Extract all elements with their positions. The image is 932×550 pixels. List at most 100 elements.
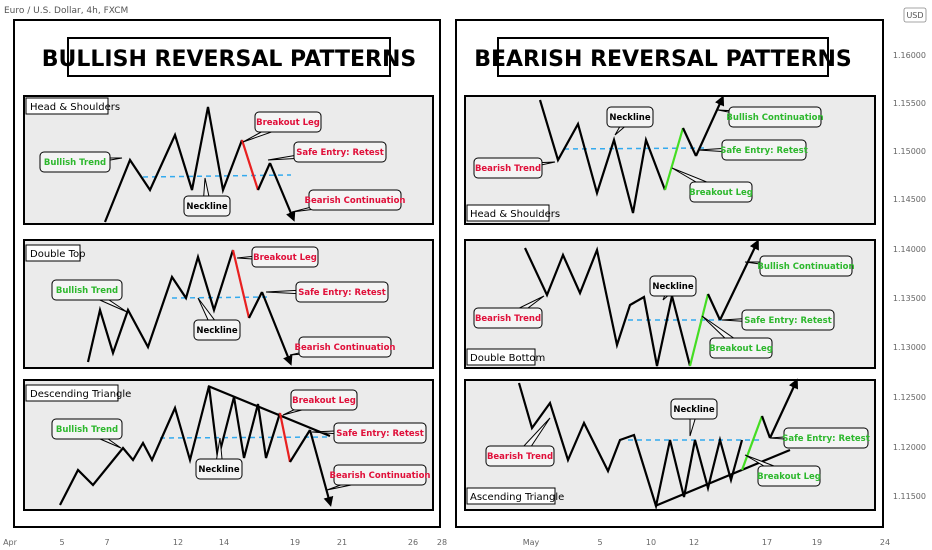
callout-trend: Bullish Trend [51, 279, 128, 313]
callout-neckline: Neckline [649, 275, 697, 301]
right-title: BEARISH REVERSAL PATTERNS [474, 47, 852, 72]
callout-label: Bearish Continuation [330, 471, 431, 481]
time-tick-label: 7 [104, 538, 109, 547]
time-tick-label: 19 [290, 538, 300, 547]
callout-label: Neckline [186, 202, 227, 212]
callout-trend: Bearish Trend [473, 295, 545, 329]
price-tick-label: 1.12500 [893, 393, 926, 402]
left-title-box [67, 37, 391, 77]
callout-entry: Safe Entry: Retest [267, 141, 387, 163]
callout-entry: Safe Entry: Retest [265, 281, 389, 303]
callout-neckline: Neckline [670, 398, 718, 437]
callout-entry: Safe Entry: Retest [311, 422, 427, 444]
time-tick-label: 17 [762, 538, 772, 547]
callout-label: Breakout Leg [256, 118, 320, 128]
callout-label: Neckline [198, 465, 239, 475]
callout-label: Bullish Trend [56, 286, 118, 296]
callout-label: Safe Entry: Retest [336, 429, 424, 439]
callout-label: Safe Entry: Retest [744, 316, 832, 326]
callout-label: Bearish Continuation [305, 196, 406, 206]
section-label: Ascending Triangle [470, 492, 564, 503]
time-tick-label: 12 [689, 538, 699, 547]
time-axis: Apr 5 7 12 14 19 21 26 28 May 5 10 12 17 19 24 [3, 538, 890, 547]
section-label: Descending Triangle [30, 389, 131, 400]
time-tick-label: 10 [646, 538, 656, 547]
callout-trend: Bullish Trend [51, 418, 123, 449]
time-tick-label: 5 [597, 538, 602, 547]
time-tick-label: May [523, 538, 540, 547]
section-label: Head & Shoulders [30, 102, 120, 113]
callout-continuation: Bullish Continuation [744, 255, 855, 277]
section-label: Double Bottom [470, 353, 545, 364]
callout-breakout: Breakout Leg [236, 246, 319, 268]
callout-label: Bullish Trend [44, 158, 106, 168]
callout-neckline: Neckline [195, 437, 243, 480]
currency-badge: USD [903, 7, 927, 23]
time-tick-label: 24 [880, 538, 890, 547]
callout-breakout: Breakout Leg [744, 454, 821, 487]
callout-label: Breakout Leg [689, 188, 753, 198]
callout-label: Bearish Trend [487, 452, 553, 462]
callout-continuation: Bullish Continuation [717, 106, 824, 128]
callout-label: Safe Entry: Retest [720, 146, 808, 156]
callout-continuation: Bearish Continuation [326, 464, 431, 491]
section-label: Head & Shoulders [470, 209, 560, 220]
callout-entry: Safe Entry: Retest [721, 309, 835, 331]
time-tick-label: 5 [59, 538, 64, 547]
callout-trend: Bearish Trend [485, 417, 555, 467]
callout-label: Breakout Leg [292, 396, 356, 406]
callout-continuation: Bearish Continuation [291, 189, 406, 213]
callout-label: Neckline [196, 326, 237, 336]
callout-neckline: Neckline [193, 297, 241, 341]
time-tick-label: 14 [219, 538, 229, 547]
callout-label: Bearish Continuation [295, 343, 396, 353]
price-tick-label: 1.14000 [893, 245, 926, 254]
callout-trend: Bullish Trend [39, 151, 123, 173]
callout-label: Breakout Leg [757, 472, 821, 482]
callout-label: Neckline [652, 282, 693, 292]
symbol-label: Euro / U.S. Dollar, 4h, FXCM [4, 6, 128, 16]
price-tick-label: 1.15500 [893, 99, 926, 108]
callout-label: Safe Entry: Retest [298, 288, 386, 298]
callout-entry: Safe Entry: Retest [697, 139, 808, 161]
callout-label: Safe Entry: Retest [296, 148, 384, 158]
price-tick-label: 1.13500 [893, 294, 926, 303]
svg-text:USD: USD [906, 11, 923, 20]
callout-label: Bullish Continuation [757, 262, 854, 272]
price-axis: 1.16000 1.15500 1.15000 1.14500 1.14000 1.135… [893, 51, 926, 501]
left-title: BULLISH REVERSAL PATTERNS [42, 47, 416, 72]
price-tick-label: 1.15000 [893, 147, 926, 156]
callout-breakout: Breakout Leg [282, 389, 358, 416]
callout-breakout: Breakout Leg [242, 111, 322, 143]
time-tick-label: 21 [337, 538, 347, 547]
price-tick-label: 1.16000 [893, 51, 926, 60]
left-section-descending-triangle: Descending Triangle [23, 379, 434, 511]
time-tick-label: 12 [173, 538, 183, 547]
time-tick-label: 19 [812, 538, 822, 547]
callout-label: Neckline [673, 405, 714, 415]
callout-label: Safe Entry: Retest [782, 434, 870, 444]
callout-continuation: Bearish Continuation [289, 336, 396, 358]
callout-breakout: Breakout Leg [701, 315, 773, 359]
callout-label: Breakout Leg [253, 253, 317, 263]
time-tick-label: 28 [437, 538, 447, 547]
price-tick-label: 1.13000 [893, 343, 926, 352]
right-title-box [497, 37, 829, 77]
callout-breakout: Breakout Leg [671, 167, 753, 203]
callout-label: Bullish Trend [56, 425, 118, 435]
price-tick-label: 1.14500 [893, 195, 926, 204]
price-tick-label: 1.11500 [893, 492, 926, 501]
callout-neckline: Neckline [183, 177, 231, 217]
callout-label: Bearish Trend [475, 164, 541, 174]
section-label: Double Top [30, 249, 86, 260]
time-tick-label: 26 [408, 538, 418, 547]
callout-label: Bullish Continuation [726, 113, 823, 123]
price-tick-label: 1.12000 [893, 443, 926, 452]
time-tick-label: Apr [3, 538, 18, 547]
callout-neckline: Neckline [606, 106, 654, 136]
callout-entry: Safe Entry: Retest [769, 427, 870, 449]
callout-label: Neckline [609, 113, 650, 123]
left-panel: BULLISH REVERSAL PATTERNS Head & Shoulde… [13, 19, 441, 528]
